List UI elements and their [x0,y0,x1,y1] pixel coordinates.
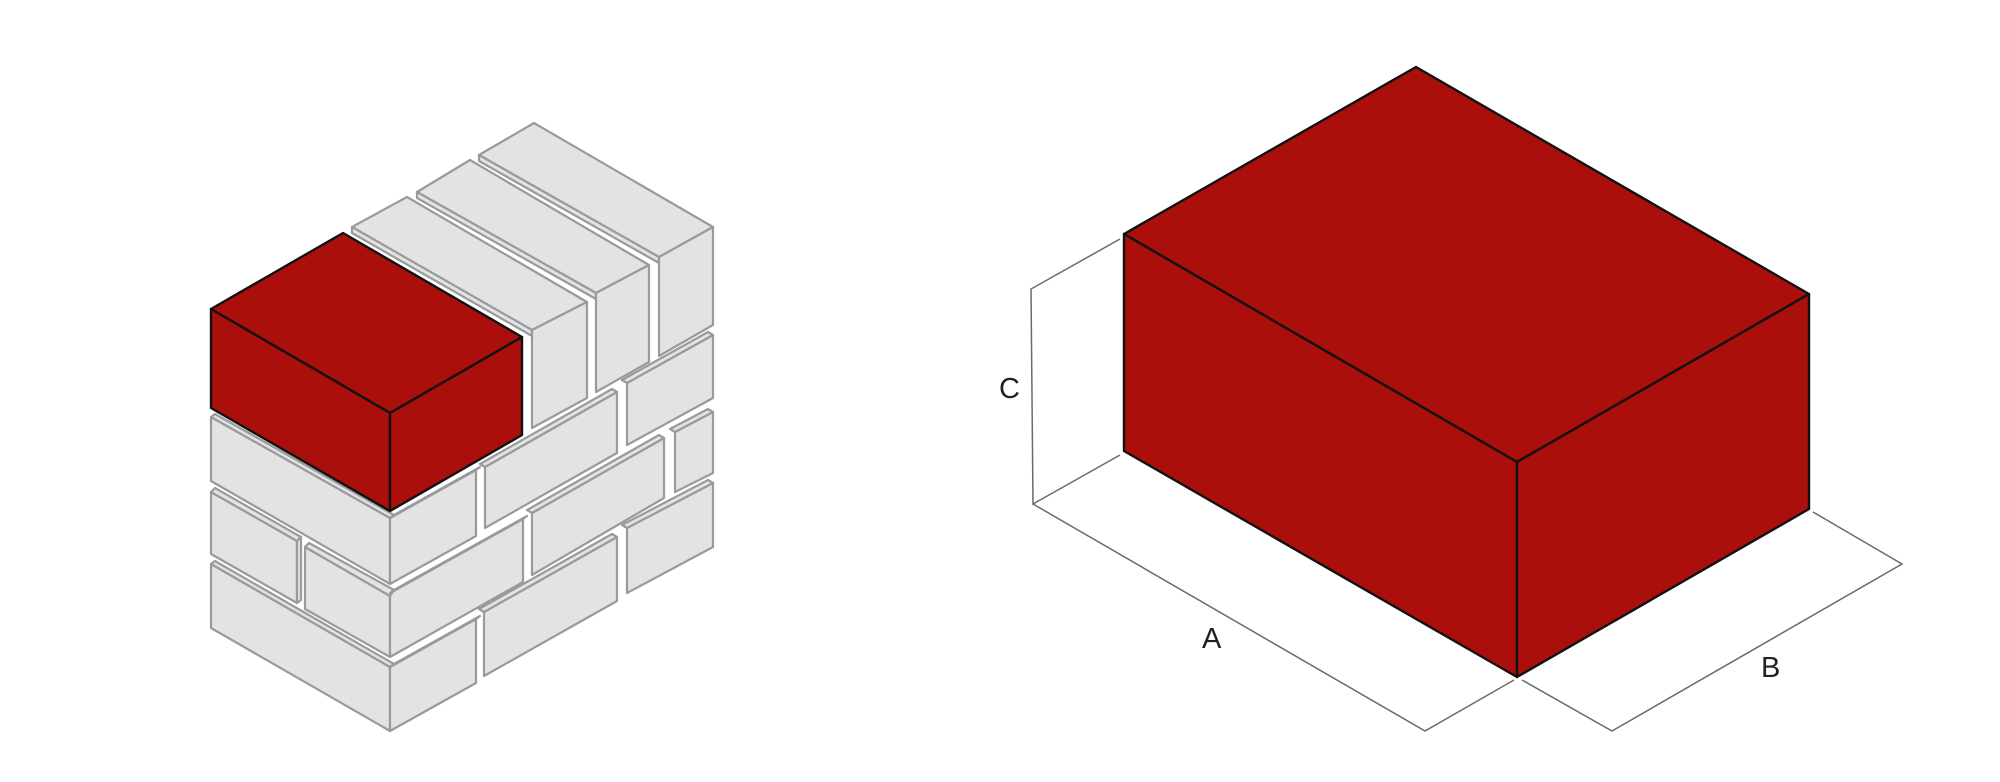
header-brick-2 [415,158,651,394]
wall-row-2-right [525,407,715,577]
dimension-label-a: A [1202,623,1222,655]
dimension-lines [1030,238,1904,732]
header-brick-1 [350,195,589,430]
dimension-label-c: C [999,373,1020,405]
wall-row-1-corner [209,412,482,586]
wall-row-2-corner [209,486,529,659]
brick-solid [1122,65,1811,679]
wall-row-3-corner [209,559,482,733]
brick-side-face [1515,292,1811,679]
dimension-label-b: B [1761,652,1780,684]
header-brick-3 [477,121,715,358]
wall-row-1-right [478,330,715,530]
dimension-line-c [1030,238,1121,506]
dimension-line-b [1521,511,1904,732]
wall-row-3-right [477,478,715,678]
highlighted-brick [209,231,524,513]
brick-wall [209,121,715,733]
dimension-line-a [1032,503,1515,732]
dimensioned-brick: C A B [999,65,1904,732]
